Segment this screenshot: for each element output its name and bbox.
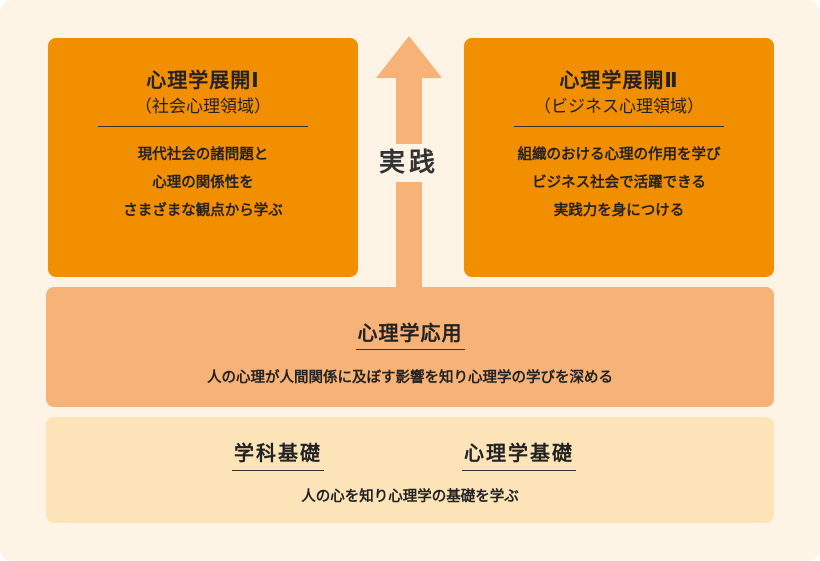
application-box: 心理学応用 人の心理が人間関係に及ぼす影響を知り心理学の学びを深める <box>46 287 774 407</box>
department-foundation-label: 学科基礎 <box>232 437 324 471</box>
development-1-title: 心理学展開Ⅰ <box>146 68 260 92</box>
development-2-line-2: ビジネス社会で活躍できる <box>532 175 706 191</box>
practice-label: 実践 <box>370 144 448 182</box>
development-2-subtitle: （ビジネス心理領域） <box>534 97 704 117</box>
development-2-description: 組織のおける心理の作用を学び ビジネス社会で活躍できる 実践力を身につける <box>518 141 721 225</box>
foundation-tags: 学科基礎 心理学基礎 <box>46 437 774 471</box>
foundation-box: 学科基礎 心理学基礎 人の心を知り心理学の基礎を学ぶ <box>46 417 774 523</box>
development-1-box: 心理学展開Ⅰ （社会心理領域） 現代社会の諸問題と 心理の関係性を さまざまな観… <box>48 38 358 277</box>
development-2-divider <box>514 126 724 127</box>
development-1-divider <box>98 126 308 127</box>
development-1-description: 現代社会の諸問題と 心理の関係性を さまざまな観点から学ぶ <box>123 141 283 225</box>
development-1-line-1: 現代社会の諸問題と <box>137 147 269 163</box>
development-1-line-3: さまざまな観点から学ぶ <box>123 203 283 219</box>
application-description: 人の心理が人間関係に及ぼす影響を知り心理学の学びを深める <box>207 370 613 386</box>
development-2-line-3: 実践力を身につける <box>553 203 685 219</box>
development-2-line-1: 組織のおける心理の作用を学び <box>517 147 721 163</box>
psychology-foundation-label: 心理学基礎 <box>462 437 576 471</box>
development-2-box: 心理学展開Ⅱ （ビジネス心理領域） 組織のおける心理の作用を学び ビジネス社会で… <box>464 38 774 277</box>
development-1-subtitle: （社会心理領域） <box>135 97 271 117</box>
development-1-line-2: 心理の関係性を <box>152 175 254 191</box>
foundation-description: 人の心を知り心理学の基礎を学ぶ <box>301 489 519 505</box>
development-2-title: 心理学展開Ⅱ <box>559 68 679 92</box>
application-title: 心理学応用 <box>355 317 465 350</box>
